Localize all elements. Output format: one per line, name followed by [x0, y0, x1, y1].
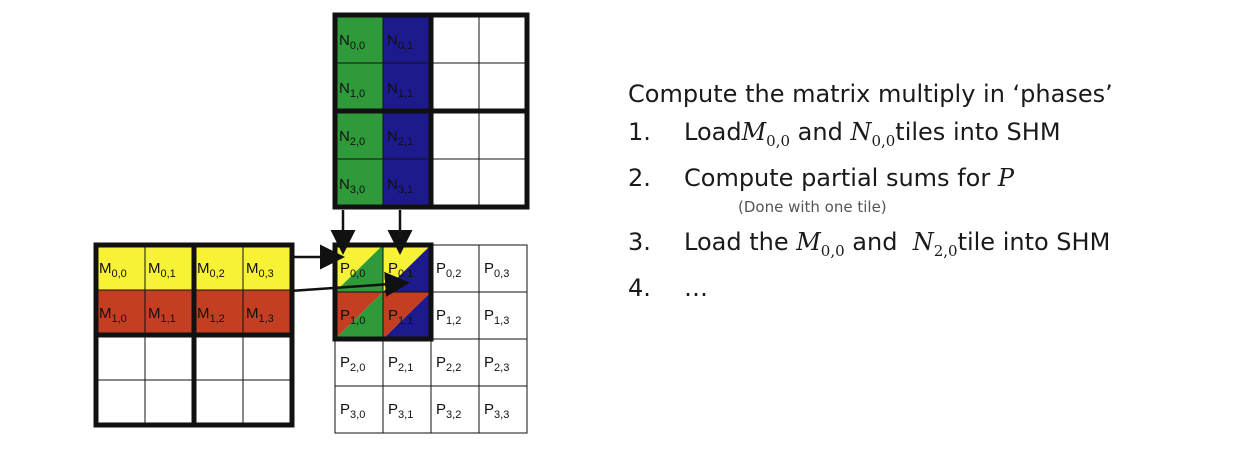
step-number: 3.	[628, 228, 651, 256]
p-active-tile-border	[332, 242, 434, 342]
n-cell	[382, 158, 432, 208]
step-4: 4. …	[628, 274, 1228, 320]
m-cell	[193, 334, 244, 381]
m-cell	[242, 244, 293, 291]
arrow-m-row1	[289, 271, 410, 297]
m-cell	[144, 289, 195, 336]
phase-steps-text: Compute the matrix multiply in ‘phases’ …	[628, 80, 1228, 320]
step-text: and	[790, 118, 851, 146]
step-text: Load	[684, 118, 742, 146]
step-1: 1. Load M0,0 and N0,0 tiles into SHM	[628, 118, 1228, 164]
step-text: Compute partial sums for	[684, 164, 998, 192]
n-cell	[334, 62, 384, 112]
p-cell	[478, 291, 528, 340]
p-cell-fill-n	[335, 245, 383, 292]
m-cell	[144, 334, 195, 381]
n-cell	[430, 14, 480, 64]
step-text: tile into SHM	[957, 228, 1111, 256]
m-cell	[144, 379, 195, 426]
p-cell-fill-n	[335, 292, 383, 339]
n-cell	[430, 158, 480, 208]
n-cell	[430, 110, 480, 160]
m-cell	[95, 379, 146, 426]
step-text: Load the	[684, 228, 797, 256]
p-cell-fill-n	[383, 292, 431, 339]
math-var: M0,0	[796, 228, 845, 260]
n-cell	[478, 62, 528, 112]
p-cell	[430, 385, 480, 434]
step-number: 1.	[628, 118, 651, 146]
n-cell	[478, 110, 528, 160]
step-2: 2. Compute partial sums for P	[628, 164, 1228, 210]
step-text: …	[684, 274, 708, 302]
m-cell	[242, 289, 293, 336]
step-number: 4.	[628, 274, 651, 302]
step-text: tiles into SHM	[895, 118, 1061, 146]
p-cell	[478, 244, 528, 293]
math-var: P	[997, 164, 1014, 192]
p-cell	[478, 385, 528, 434]
step-3: 3. Load the M0,0 and N2,0 tile into SHM	[628, 228, 1228, 274]
p-cell	[478, 338, 528, 387]
m-cell	[193, 379, 244, 426]
heading: Compute the matrix multiply in ‘phases’	[628, 80, 1113, 108]
m-cell	[95, 289, 146, 336]
p-cell	[382, 338, 432, 387]
n-cell	[478, 14, 528, 64]
p-cell	[430, 338, 480, 387]
m-cell	[242, 379, 293, 426]
n-cell	[430, 62, 480, 112]
math-var: N0,0	[850, 118, 896, 150]
p-cell	[382, 385, 432, 434]
n-cell	[478, 158, 528, 208]
n-cell	[382, 14, 432, 64]
math-var: M0,0	[741, 118, 791, 150]
m-cell	[242, 334, 293, 381]
m-cell	[95, 334, 146, 381]
step-number: 2.	[628, 164, 651, 192]
p-cell	[334, 385, 384, 434]
step-2-note: (Done with one tile)	[738, 198, 887, 216]
step-text: and	[844, 228, 913, 256]
n-cell	[382, 110, 432, 160]
math-var: N2,0	[912, 228, 958, 260]
n-cell	[334, 14, 384, 64]
